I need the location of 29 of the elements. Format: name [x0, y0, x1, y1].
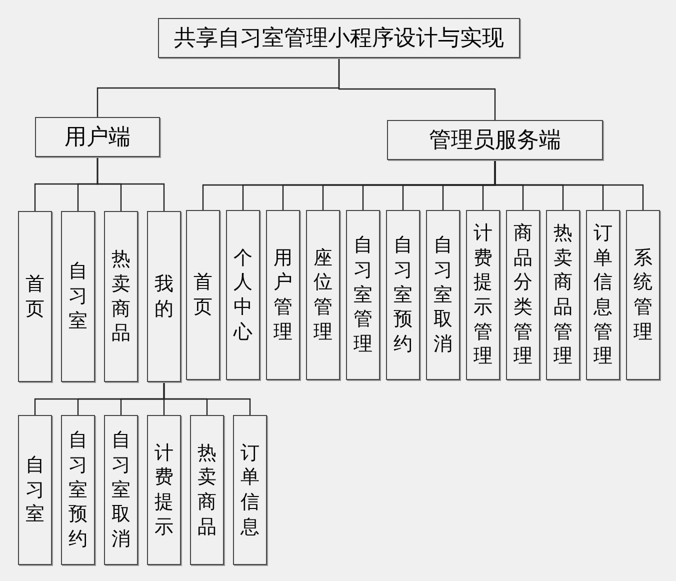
module-box: 自习室管理 [346, 210, 380, 380]
module-box: 用户管理 [266, 210, 300, 380]
connector-line [163, 382, 251, 415]
module-box: 个人中心 [226, 210, 260, 380]
connector-line [338, 58, 496, 120]
module-box: 首页 [18, 211, 52, 382]
module-box: 热卖商品 [104, 211, 138, 382]
module-box: 自习室 [61, 211, 95, 382]
module-box: 首页 [186, 210, 220, 380]
module-box: 座位管理 [306, 210, 340, 380]
module-box: 热卖商品 [190, 415, 224, 565]
module-box: 管理员服务端 [387, 120, 603, 160]
module-box: 自习室取消 [426, 210, 460, 380]
module-box: 订单信息管理 [586, 210, 620, 380]
connector-line [96, 157, 165, 211]
module-box: 共享自习室管理小程序设计与实现 [158, 18, 520, 58]
module-box: 订单信息 [233, 415, 267, 565]
module-box: 我的 [147, 211, 181, 382]
connector-line [494, 160, 644, 210]
module-box: 系统管理 [626, 210, 660, 380]
module-box: 热卖商品管理 [546, 210, 580, 380]
module-box: 自习室取消 [104, 415, 138, 565]
module-box: 自习室预约 [61, 415, 95, 565]
module-box: 用户端 [35, 117, 160, 157]
module-box: 商品分类管理 [506, 210, 540, 380]
module-box: 自习室预约 [386, 210, 420, 380]
module-box: 计费提示管理 [466, 210, 500, 380]
module-box: 自习室 [18, 415, 52, 565]
module-box: 计费提示 [147, 415, 181, 565]
